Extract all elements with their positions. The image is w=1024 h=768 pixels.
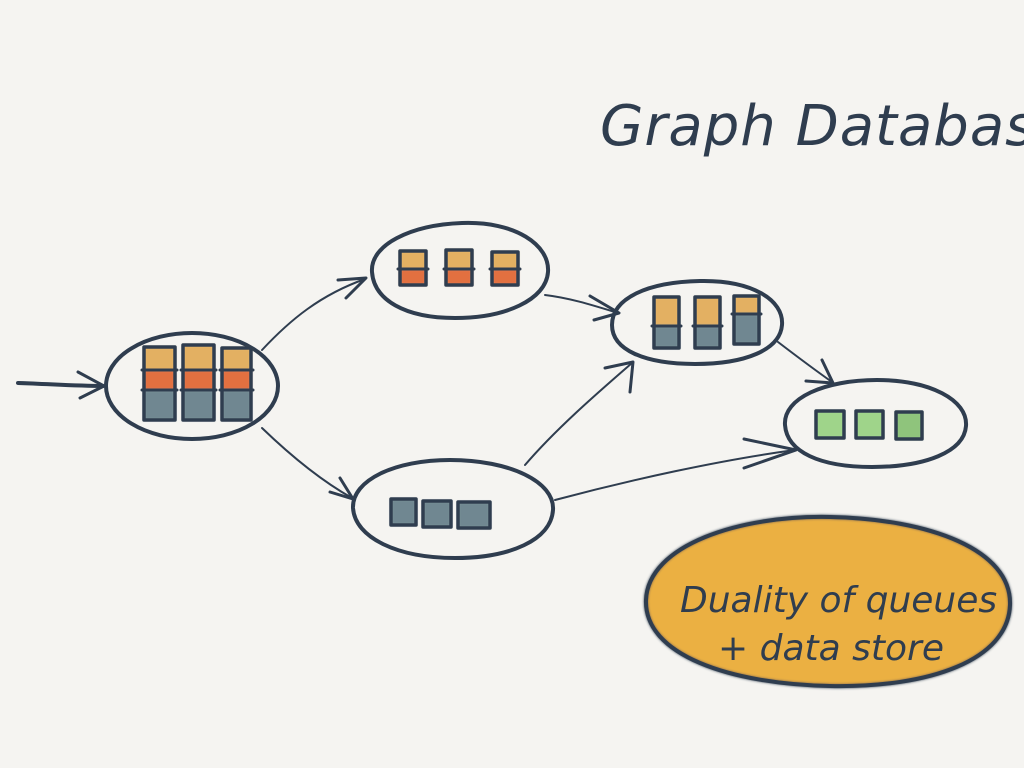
storage-block-icon: [814, 409, 846, 440]
diagram-title: Graph Database?: [600, 94, 1024, 159]
storage-block-icon: [396, 249, 430, 287]
edge-n5-n4: [554, 437, 798, 501]
edge-n1-n2: [261, 276, 368, 351]
storage-block-icon: [421, 499, 453, 529]
node-outline: [782, 378, 969, 469]
edge-n2-n3: [544, 294, 621, 322]
edge-n3-n4: [777, 341, 835, 385]
incoming-arrow: [16, 370, 106, 400]
note-outline: [643, 514, 1013, 689]
storage-block-icon: [650, 295, 683, 350]
graph-node-1: [104, 331, 280, 441]
storage-block-icon: [894, 410, 924, 441]
node-outline: [350, 458, 556, 560]
storage-block-icon: [488, 250, 522, 287]
storage-block-icon: [854, 409, 885, 440]
note-line-2: + data store: [718, 628, 944, 669]
graph-node-2: [369, 220, 551, 320]
storage-block-icon: [442, 248, 476, 287]
storage-block-icon: [691, 295, 724, 350]
storage-block-icon: [218, 346, 255, 422]
storage-block-icon: [456, 500, 492, 530]
storage-block-icon: [140, 345, 179, 422]
node-outline: [369, 220, 551, 320]
graph-edges: [16, 276, 835, 501]
edge-n5-n3: [524, 360, 635, 466]
node-outline: [610, 278, 785, 366]
storage-block-icon: [730, 294, 763, 346]
duality-note: Duality of queues + data store: [643, 514, 1013, 689]
note-line-1: Duality of queues: [680, 580, 997, 621]
node-outline: [104, 331, 280, 441]
graph-node-4: [782, 378, 969, 469]
graph-node-5: [350, 458, 556, 560]
edge-n1-n5: [261, 427, 355, 501]
storage-block-icon: [389, 497, 418, 527]
graph-node-3: [610, 278, 785, 366]
storage-block-icon: [179, 343, 218, 422]
